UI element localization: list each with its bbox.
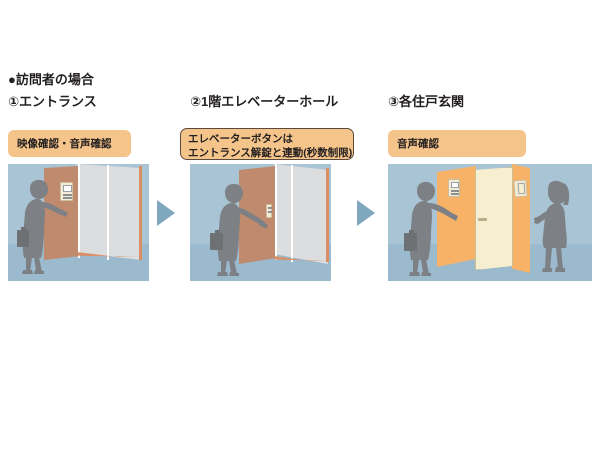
door-intercom-device[interactable] (448, 179, 460, 197)
step-1-label-text: 映像確認・音声確認 (17, 137, 112, 150)
visitor-silhouette (210, 182, 272, 276)
entrance-intercom-device[interactable] (60, 182, 73, 201)
step-2-label-line-1: エレベーターボタンは (188, 133, 293, 145)
door-mullion-center (107, 165, 109, 260)
step-1-label-chip: 映像確認・音声確認 (8, 130, 131, 157)
door-frame-right (139, 166, 142, 260)
elevator-button-down[interactable] (268, 211, 272, 213)
intercom-button-row-1[interactable] (63, 194, 72, 196)
door-intercom-button-row-2[interactable] (451, 193, 459, 195)
visitor-silhouette (17, 178, 73, 276)
door-intercom-screen (451, 182, 459, 188)
visitor-silhouette (404, 180, 462, 277)
scene-dwelling-entrance (388, 164, 592, 281)
step-2-label-line-2: エントランス解錠と連動(秒数制限) (188, 147, 353, 159)
glass-door (77, 164, 141, 260)
step-3-heading: ③各住戸玄関 (388, 94, 465, 109)
main-heading: ●訪問者の場合 (8, 72, 94, 87)
step-3-label-chip: 音声確認 (388, 130, 526, 157)
step-3-label-text: 音声確認 (397, 137, 439, 150)
scene-elevator-hall (190, 164, 331, 281)
step-2-label-lines: エレベーターボタンは エントランス解錠と連動(秒数制限) (188, 132, 352, 160)
resident-woman-silhouette (534, 179, 580, 275)
step-2-heading: ②1階エレベーターホール (190, 94, 339, 109)
indoor-monitor-device[interactable] (513, 179, 528, 198)
indoor-monitor-screen (517, 182, 526, 195)
intercom-screen (63, 185, 72, 192)
step-2-label-chip: エレベーターボタンは エントランス解錠と連動(秒数制限) (180, 128, 354, 160)
elevator-frame-right (326, 168, 329, 262)
flow-arrow-1 (157, 200, 175, 226)
elevator-door-center-seam (291, 165, 293, 262)
door-mullion-left (78, 164, 80, 258)
door-intercom-button-row-1[interactable] (451, 190, 459, 192)
flow-arrow-2 (357, 200, 375, 226)
door-handle[interactable] (478, 218, 487, 221)
intercom-button-row-2[interactable] (63, 197, 72, 199)
elevator-doors (274, 164, 328, 264)
elevator-button-up[interactable] (268, 207, 272, 209)
elevator-door-edge-left (275, 164, 277, 260)
step-1-heading: ①エントランス (8, 94, 97, 109)
scene-entrance (8, 164, 149, 281)
elevator-call-button-panel[interactable] (266, 204, 272, 218)
